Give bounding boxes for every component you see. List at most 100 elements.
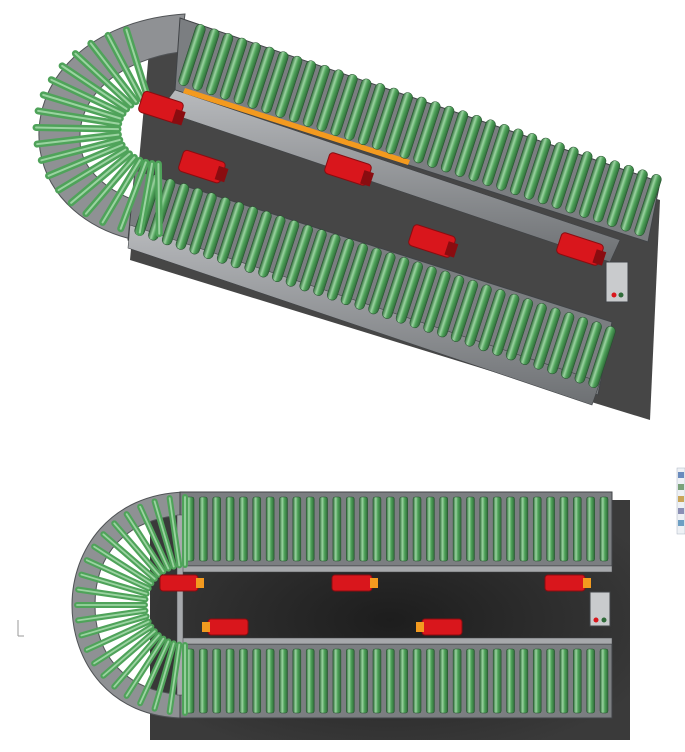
roller (573, 648, 582, 714)
roller (579, 155, 607, 218)
roller (466, 648, 475, 714)
roller (319, 496, 328, 562)
curve-roller-highlight (125, 513, 165, 573)
roller (203, 197, 231, 259)
roller (371, 87, 400, 150)
zoom-icon[interactable] (678, 484, 684, 490)
top-upper-rollers (185, 496, 609, 562)
scale-marker (17, 620, 24, 637)
roller (302, 64, 330, 127)
roller (412, 648, 422, 714)
roller (466, 496, 475, 562)
roller (354, 247, 382, 310)
roller (340, 243, 368, 306)
roller (382, 256, 410, 319)
top-end-frame (176, 514, 184, 696)
roller (437, 275, 465, 338)
roller (413, 101, 441, 164)
view-cube-icon[interactable] (678, 472, 684, 478)
curve-roller-highlight (89, 42, 137, 103)
roller (189, 192, 217, 255)
roller (292, 648, 302, 714)
roller (426, 496, 435, 562)
roller (492, 293, 520, 356)
roller (532, 648, 542, 714)
isometric-view (32, 13, 662, 420)
top-inner-rail-lower (179, 637, 613, 645)
roller (479, 496, 489, 562)
curve-roller-highlight (102, 533, 156, 580)
roller (537, 142, 565, 205)
curve-roller-highlight (70, 152, 131, 204)
top-motor-3 (544, 574, 591, 592)
roller (359, 496, 368, 562)
display-style-icon[interactable] (678, 520, 684, 526)
roller (299, 229, 327, 292)
curve-roller-highlight (74, 52, 132, 106)
roller (439, 496, 448, 562)
roller (399, 648, 408, 714)
curve-roller-highlight (157, 162, 161, 235)
roller (258, 215, 286, 278)
iso-top-rollers (178, 24, 662, 236)
roller (372, 496, 382, 562)
roller (423, 270, 451, 333)
roller (386, 648, 395, 714)
roller (505, 298, 534, 361)
top-motor-5 (416, 618, 463, 636)
curve-roller-highlight (125, 28, 149, 99)
roller (426, 648, 435, 714)
roller (606, 164, 634, 227)
curve-roller-highlight (35, 126, 120, 131)
roller (305, 496, 315, 562)
roller (359, 648, 368, 714)
roller (332, 648, 342, 714)
curve-roller-highlight (168, 497, 181, 567)
curve-roller-highlight (85, 559, 150, 590)
curve-roller-highlight (101, 159, 141, 224)
side-toolbar[interactable] (676, 467, 685, 535)
roller (313, 233, 341, 296)
curve-roller-highlight (77, 588, 147, 601)
curve-roller-highlight (85, 620, 150, 651)
roller (565, 151, 593, 214)
roller (559, 496, 569, 562)
roller (560, 316, 589, 379)
roller (386, 496, 395, 562)
roller (409, 266, 437, 329)
roller (599, 496, 609, 562)
roller (192, 28, 220, 91)
roller (546, 648, 555, 714)
roller (492, 496, 502, 562)
roller (482, 124, 510, 186)
roller (452, 648, 462, 714)
roller (588, 326, 616, 388)
roller (305, 648, 315, 714)
roller (468, 119, 496, 182)
roller (395, 261, 423, 324)
curve-roller-highlight (93, 545, 153, 585)
roller (506, 648, 515, 714)
roller (332, 496, 342, 562)
roller (330, 74, 358, 136)
roller (372, 648, 382, 714)
roller (252, 496, 262, 562)
curve-roller-highlight (153, 500, 175, 568)
curve-roller-highlight (80, 573, 148, 595)
curve-roller-highlight (84, 156, 136, 215)
top-motor-1 (159, 574, 204, 592)
roller (506, 496, 515, 562)
roller (496, 128, 524, 191)
roller (233, 42, 261, 105)
curve-roller-highlight (113, 634, 160, 688)
roller (492, 648, 502, 714)
roller (219, 37, 248, 100)
roller (344, 78, 372, 141)
rotate-icon[interactable] (678, 496, 684, 502)
pan-icon[interactable] (678, 508, 684, 514)
roller (464, 284, 492, 347)
roller (452, 496, 462, 562)
curve-roller-highlight (138, 162, 154, 234)
top-lower-rollers (185, 648, 609, 714)
